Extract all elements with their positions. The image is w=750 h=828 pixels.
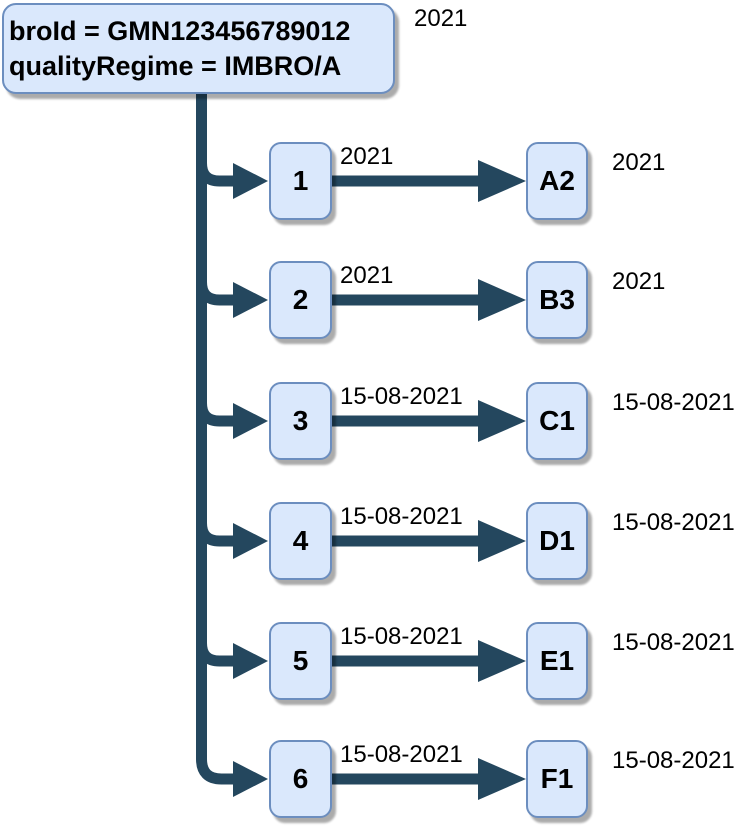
branch-connector	[196, 147, 235, 187]
edge-date-label: 15-08-2021	[340, 623, 463, 650]
right-date-label: 15-08-2021	[612, 629, 735, 656]
edge-date-label: 15-08-2021	[340, 383, 463, 410]
right-date-label: 15-08-2021	[612, 509, 735, 536]
edge-date-label: 2021	[340, 262, 394, 289]
edge-arrowhead	[478, 520, 526, 562]
branch-connector	[196, 627, 235, 667]
root-node-qualityregime-line: qualityRegime = IMBRO/A	[9, 50, 342, 81]
right-date-label: 2021	[612, 268, 666, 295]
edge-date-label: 15-08-2021	[340, 503, 463, 530]
right-date-label: 15-08-2021	[612, 747, 735, 774]
right-date-label: 2021	[612, 149, 666, 176]
branch-arrowhead	[233, 643, 268, 679]
trunk-connector	[196, 93, 235, 785]
edge-arrowhead	[478, 758, 526, 800]
branch-connector	[196, 507, 235, 547]
target-node: B3	[526, 261, 588, 339]
root-year-label: 2021	[414, 5, 468, 32]
source-node: 4	[269, 502, 332, 580]
branch-arrowhead	[233, 523, 268, 559]
source-node: 6	[269, 740, 332, 818]
source-node: 2	[269, 261, 332, 339]
source-node: 3	[269, 382, 332, 460]
target-node: E1	[526, 622, 588, 700]
branch-arrowhead	[233, 163, 268, 199]
target-node: D1	[526, 502, 588, 580]
edge-arrowhead	[478, 279, 526, 321]
branch-arrowhead	[233, 282, 268, 318]
source-node: 1	[269, 142, 332, 220]
branch-arrowhead	[233, 403, 268, 439]
edge-arrowhead	[478, 640, 526, 682]
edge-date-label: 2021	[340, 143, 394, 170]
root-node-broid-line: broId = GMN123456789012	[9, 15, 351, 46]
edge-arrowhead	[478, 160, 526, 202]
target-node: C1	[526, 382, 588, 460]
target-node: A2	[526, 142, 588, 220]
edge-date-label: 15-08-2021	[340, 741, 463, 768]
root-node: broId = GMN123456789012 qualityRegime = …	[2, 3, 395, 94]
target-node: F1	[526, 740, 588, 818]
source-node: 5	[269, 622, 332, 700]
branch-arrowhead	[233, 761, 268, 797]
edge-arrowhead	[478, 400, 526, 442]
branch-connector	[196, 266, 235, 306]
right-date-label: 15-08-2021	[612, 389, 735, 416]
branch-connector	[196, 387, 235, 427]
